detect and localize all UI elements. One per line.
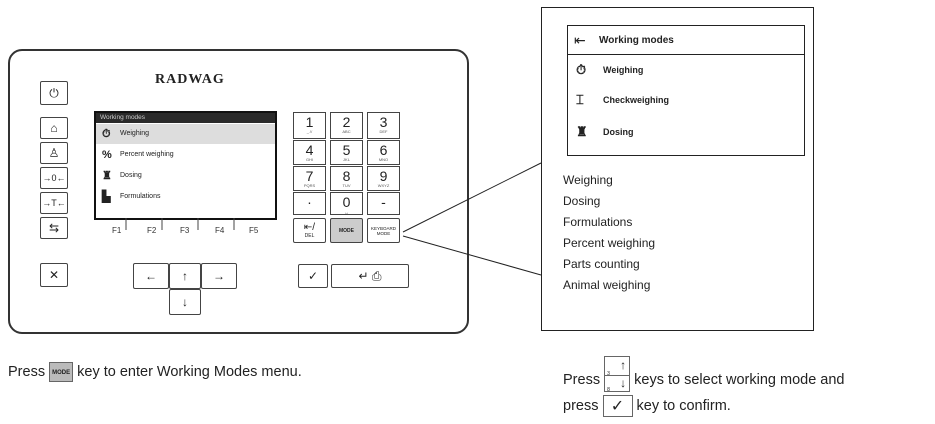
cancel-button[interactable]: ✕ [40,263,68,287]
confirm-button[interactable]: ✓ [298,264,328,288]
menu-item-label: Dosing [603,127,634,137]
tare-button[interactable]: →T← [40,192,68,214]
arrow-keys-icon: 3 ↑ 8 ↓ [604,356,631,393]
fkey-dividers [125,218,235,230]
mode-key-icon: MODE [49,362,74,382]
menu-title: Working modes [599,35,674,46]
back-icon[interactable]: ⇤ [574,32,586,48]
arrow-down-icon: ↓ [620,376,627,390]
power-button[interactable]: ⏻ [40,81,68,105]
arrow-left-icon: ← [145,269,157,283]
check-icon: ✓ [602,395,633,417]
weighing-icon: ⏱ [576,62,587,77]
down-arrow-button[interactable]: ↓ [169,289,201,315]
dot-key[interactable]: · [293,192,326,215]
arrow-up-icon: ↑ [182,269,188,283]
formulations-icon: ▙ [102,191,111,203]
terminal-screen: Working modes ⏱ Weighing % Percent weigh… [94,111,277,220]
right-caption-line-2: press ✓ key to confirm. [563,395,731,417]
dosing-icon: ♜ [102,170,112,182]
screen-item-formulations[interactable]: ▙ Formulations [96,187,275,207]
screen-item-label: Weighing [120,130,150,137]
mode-button[interactable]: MODE [330,218,363,243]
minus-key[interactable]: - [367,192,400,215]
home-button[interactable]: ⌂ [40,117,68,139]
arrow-right-icon: → [213,269,225,283]
up-arrow-button[interactable]: ↑ [169,263,201,289]
delete-button[interactable]: ⇤/DEL [293,218,326,243]
dosing-icon: ♜ [576,124,588,139]
f3-key[interactable]: F3 [180,226,190,235]
keyboard-mode-button[interactable]: KEYBOARD MODE [367,218,400,243]
working-modes-callout [541,7,814,331]
num-key-0[interactable]: 0␣ [330,192,363,215]
menu-item-label: Checkweighing [603,95,670,105]
user-icon: ♙ [48,146,60,160]
enter-print-icon: ↵ ⎙ [358,268,382,283]
percent-icon: % [102,149,112,161]
screen-item-weighing[interactable]: ⏱ Weighing [96,124,275,144]
arrow-down-icon: ↓ [182,295,188,309]
f2-key[interactable]: F2 [147,226,157,235]
print-icon: ⇆ [48,221,60,235]
zero-icon: →0← [42,173,66,183]
working-modes-menu: ⇤ Working modes ⏱ Weighing ⌶ Checkweighi… [567,25,805,156]
screen-item-label: Formulations [120,193,161,200]
screen-item-label: Dosing [120,172,142,179]
user-button[interactable]: ♙ [40,142,68,164]
tare-icon: →T← [42,198,66,208]
power-icon: ⏻ [49,85,59,100]
mode-parts-counting: Parts counting [563,257,640,271]
screen-title: Working modes [96,113,275,123]
mode-animal-weighing: Animal weighing [563,278,651,292]
num-key-1[interactable]: 1_.!/ [293,112,326,139]
print-button[interactable]: ⇆ [40,217,68,239]
left-caption: Press MODE key to enter Working Modes me… [8,362,302,382]
f1-key[interactable]: F1 [112,226,122,235]
right-caption-line-1: Press 3 ↑ 8 ↓ keys to select working mod… [563,356,845,393]
zero-button[interactable]: →0← [40,167,68,189]
mode-formulations: Formulations [563,215,633,229]
screen-item-percent[interactable]: % Percent weighing [96,145,275,165]
mode-dosing: Dosing [563,194,601,208]
menu-item-checkweighing[interactable]: ⌶ Checkweighing [568,85,804,115]
checkweighing-icon: ⌶ [576,92,584,107]
exit-icon: ⇤/ [303,222,316,233]
working-modes-list: Weighing Dosing Formulations Percent wei… [563,170,655,296]
screen-item-dosing[interactable]: ♜ Dosing [96,166,275,186]
menu-header[interactable]: ⇤ Working modes [568,26,804,55]
f5-key[interactable]: F5 [249,226,259,235]
enter-print-button[interactable]: ↵ ⎙ [331,264,409,288]
mode-percent-weighing: Percent weighing [563,236,656,250]
menu-item-label: Weighing [603,65,644,75]
radwag-logo: RADWAG [155,72,225,87]
arrow-up-icon: ↑ [620,358,627,372]
check-icon: ✓ [307,269,319,283]
menu-item-weighing[interactable]: ⏱ Weighing [568,55,804,85]
f4-key[interactable]: F4 [215,226,225,235]
close-icon: ✕ [48,268,60,282]
screen-item-label: Percent weighing [120,151,174,158]
home-icon: ⌂ [50,121,58,135]
weighing-icon: ⏱ [102,128,111,140]
right-arrow-button[interactable]: → [201,263,237,289]
mode-weighing: Weighing [563,173,613,187]
menu-item-dosing[interactable]: ♜ Dosing [568,117,804,147]
left-arrow-button[interactable]: ← [133,263,169,289]
